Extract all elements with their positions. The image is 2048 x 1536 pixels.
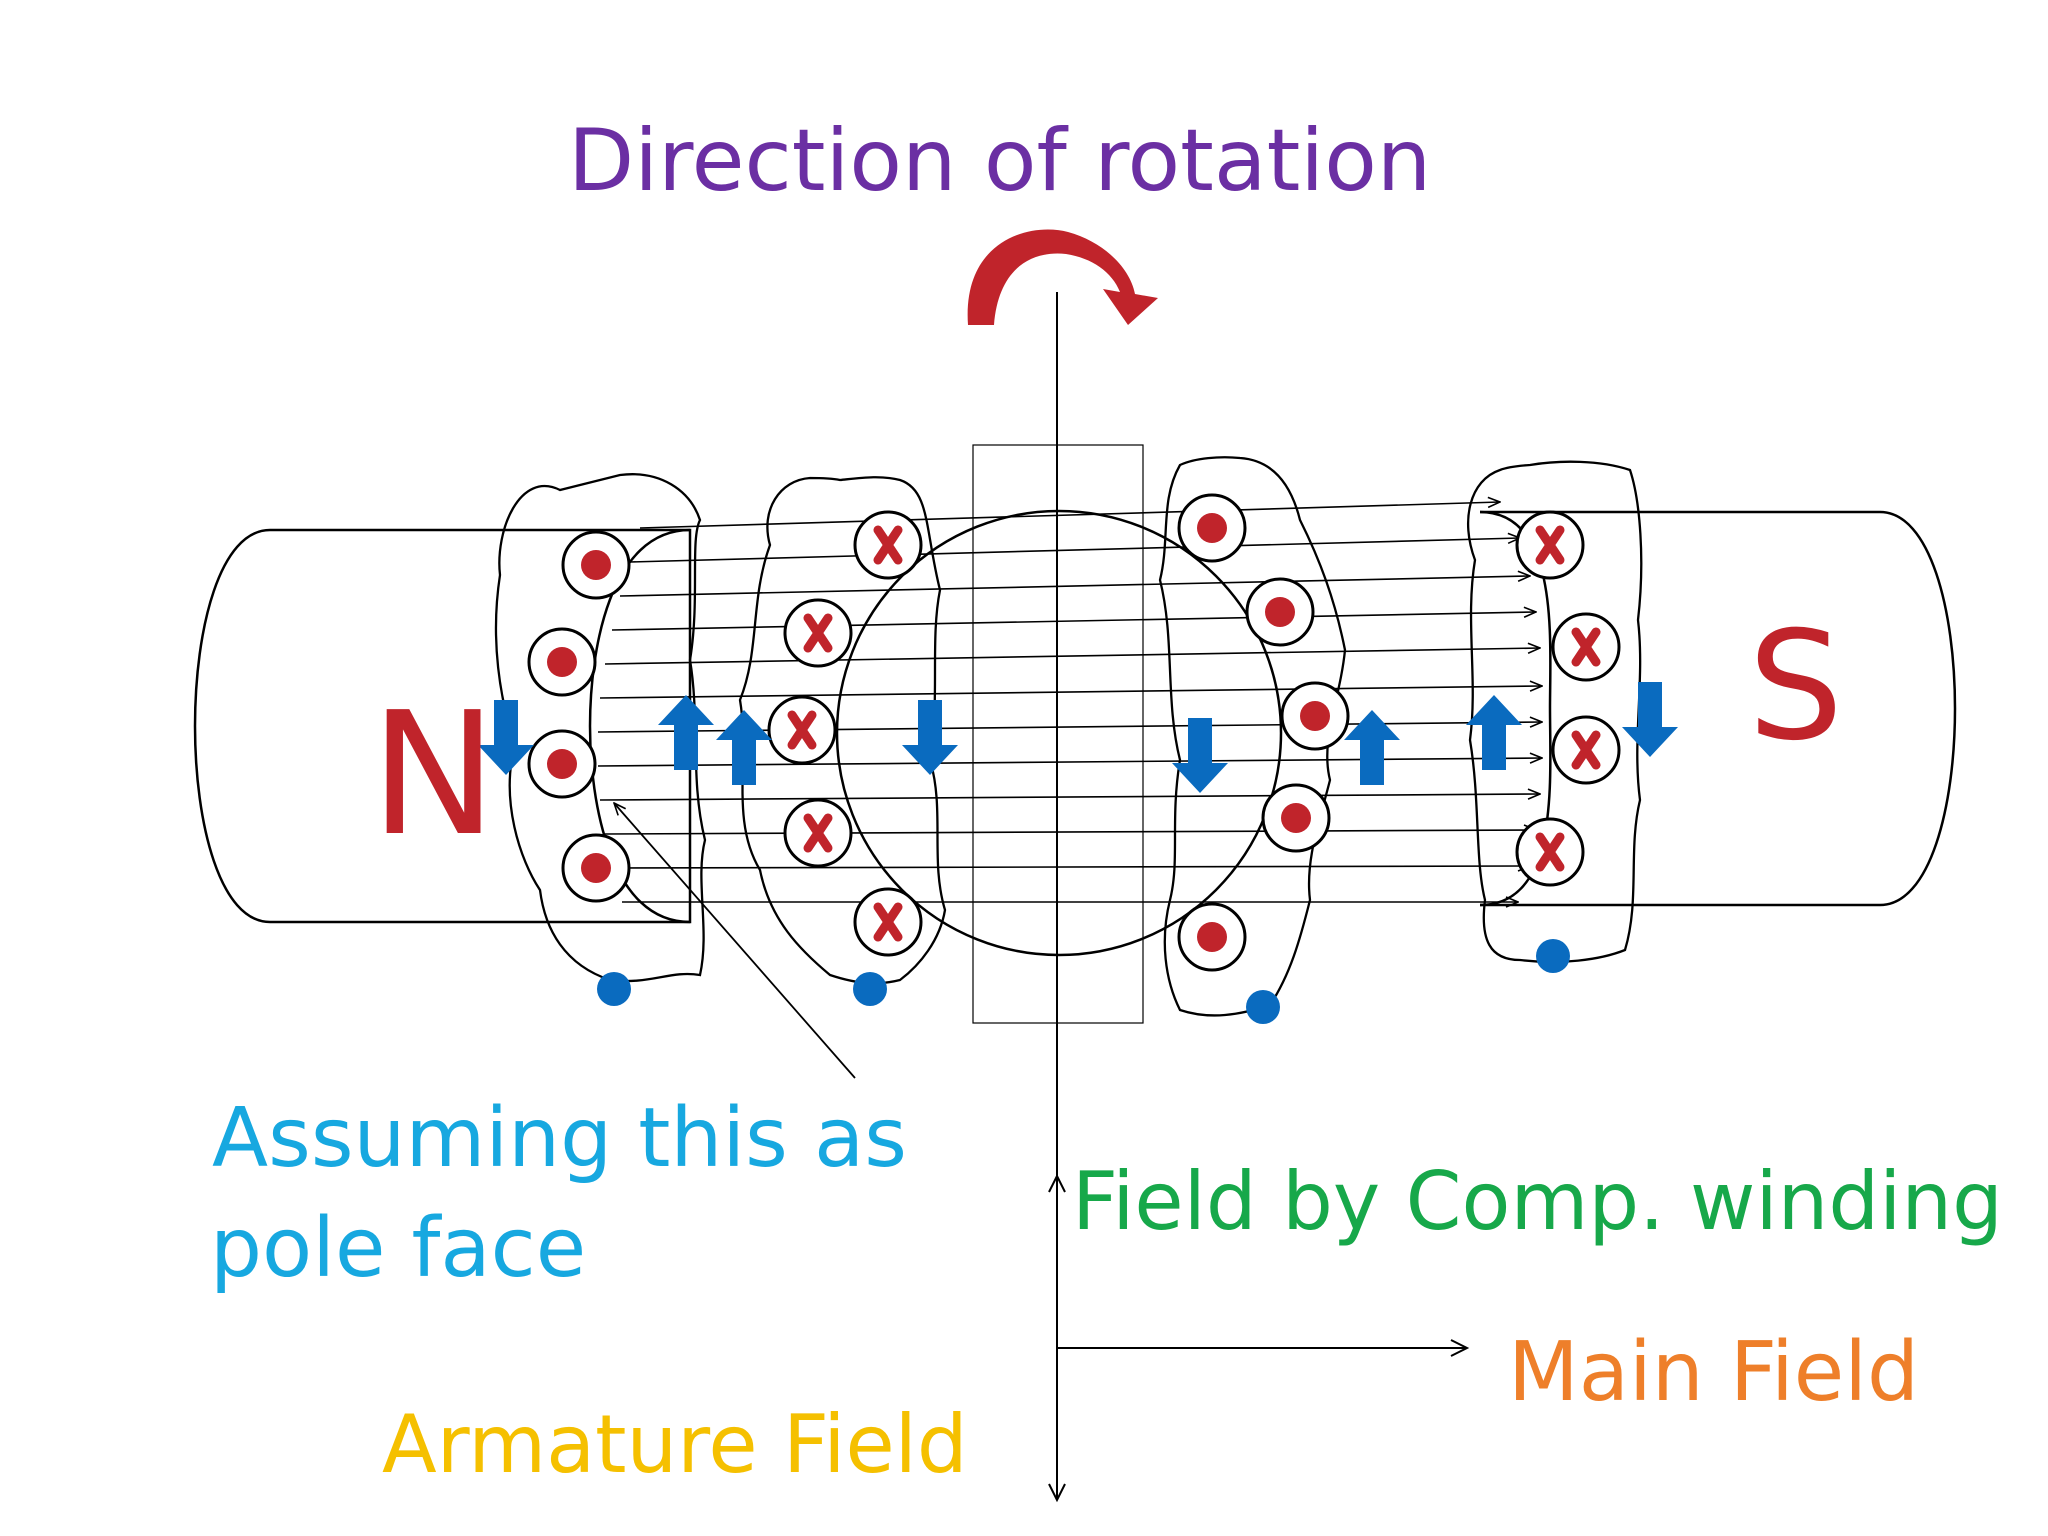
- conductors-in: [767, 510, 1621, 957]
- conductor-out-icon: [1177, 493, 1247, 563]
- conductor-in-icon: [853, 510, 923, 580]
- winding-terminals: [597, 939, 1570, 1024]
- conductor-out-icon: [1261, 783, 1331, 853]
- south-pole-letter: S: [1748, 600, 1844, 774]
- rotation-arrow-icon: [967, 229, 1158, 325]
- conductor-out-icon: [561, 530, 631, 600]
- armature-field-arrowhead: [1048, 1483, 1066, 1503]
- conductor-out-icon: [527, 627, 597, 697]
- comp-winding-label: Field by Comp. winding: [1072, 1155, 2003, 1248]
- flux-arrow-up-icon: [1466, 695, 1522, 770]
- rotor-shaft: [972, 444, 1144, 1024]
- conductor-in-icon: [1515, 510, 1585, 580]
- armature: [835, 509, 1283, 957]
- main-field-arrowhead: [1450, 1339, 1470, 1357]
- conductor-out-icon: [561, 833, 631, 903]
- terminal-dot: [597, 972, 631, 1006]
- terminal-dot: [1536, 939, 1570, 973]
- conductor-in-icon: [1551, 715, 1621, 785]
- conductor-out-icon: [527, 729, 597, 799]
- north-pole-face: [588, 528, 691, 924]
- flux-arrow-down-icon: [1172, 718, 1228, 793]
- conductor-out-icon: [1177, 902, 1247, 972]
- diagram-title: Direction of rotation: [568, 111, 1432, 211]
- comp-field-arrowhead: [1048, 1173, 1066, 1193]
- terminal-dot: [1246, 990, 1280, 1024]
- flux-arrow-down-icon: [478, 700, 534, 775]
- terminal-dot: [853, 972, 887, 1006]
- conductors-out: [527, 493, 1350, 972]
- conductor-in-icon: [783, 598, 853, 668]
- flux-arrow-up-icon: [658, 695, 714, 770]
- flux-arrow-down-icon: [1622, 682, 1678, 757]
- conductor-in-icon: [767, 695, 837, 765]
- armature-field-label: Armature Field: [382, 1398, 968, 1491]
- conductor-out-icon: [1280, 681, 1350, 751]
- conductor-in-icon: [1551, 612, 1621, 682]
- main-field-label: Main Field: [1508, 1325, 1920, 1420]
- flux-arrow-up-icon: [716, 710, 772, 785]
- conductor-in-icon: [1515, 817, 1585, 887]
- pole-face-label-line1: Assuming this as: [212, 1091, 907, 1186]
- conductor-out-icon: [1245, 577, 1315, 647]
- flux-arrow-up-icon: [1344, 710, 1400, 785]
- compensating-winding-loops: [494, 456, 1643, 1017]
- pole-face-label-line2: pole face: [210, 1201, 587, 1296]
- conductor-in-icon: [783, 798, 853, 868]
- conductor-in-icon: [853, 887, 923, 957]
- flux-arrows: [478, 682, 1678, 793]
- field-axes: [1048, 1173, 1470, 1503]
- flux-arrow-down-icon: [902, 700, 958, 775]
- south-pole-body: [1480, 510, 1957, 907]
- north-pole-letter: N: [370, 676, 498, 874]
- north-pole-body: [193, 528, 692, 924]
- pole-face-pointer: [614, 803, 856, 1079]
